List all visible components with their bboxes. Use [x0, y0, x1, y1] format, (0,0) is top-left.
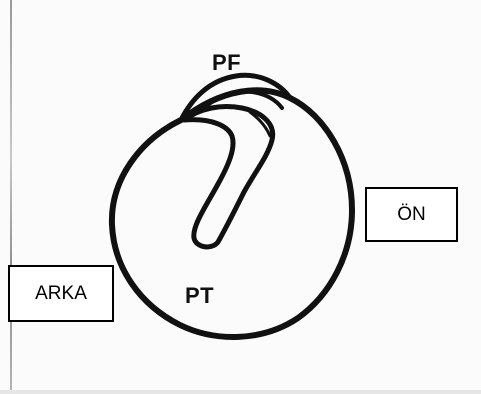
front-label-text: ÖN — [397, 204, 426, 226]
back-label-box: ARKA — [8, 265, 114, 322]
pt-label: PT — [185, 283, 214, 309]
front-label-box: ÖN — [365, 187, 458, 242]
inner-tail-shape — [184, 107, 273, 247]
pf-label: PF — [212, 50, 241, 76]
back-label-text: ARKA — [35, 283, 87, 305]
